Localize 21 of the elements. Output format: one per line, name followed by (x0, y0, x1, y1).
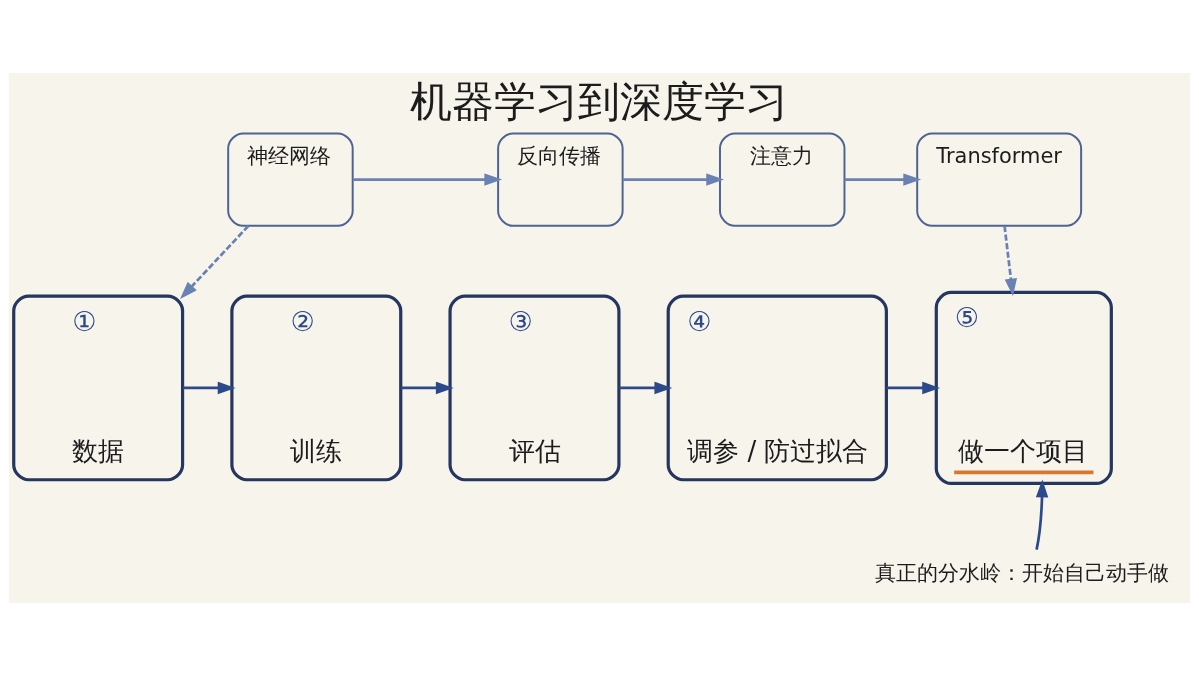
node-box: 注意力 (719, 131, 846, 227)
node-text: 真正的分水岭：开始自己动手做 (874, 560, 1169, 585)
arrow (182, 381, 236, 394)
arrow (886, 381, 940, 394)
node-box: 反向传播 (497, 131, 624, 227)
node-box: ⑤ 做一个项目 (934, 290, 1113, 485)
arrow (1003, 225, 1018, 296)
diagram-title: 机器学习到深度学习 (410, 76, 789, 126)
arrow (353, 172, 503, 186)
arrow (619, 381, 673, 394)
node-box: ③ 评估 (448, 294, 621, 481)
node-box: ② 训练 (230, 294, 403, 481)
node-box: ④ 调参 / 防过拟合 (666, 294, 888, 481)
arrow (1035, 479, 1049, 550)
arrow (622, 172, 725, 186)
arrow (180, 224, 250, 299)
arrow (401, 381, 454, 394)
arrow (844, 172, 922, 186)
node-box: Transformer (916, 131, 1083, 227)
node-box: 神经网络 (227, 131, 354, 227)
node-box: ① 数据 (12, 294, 185, 481)
